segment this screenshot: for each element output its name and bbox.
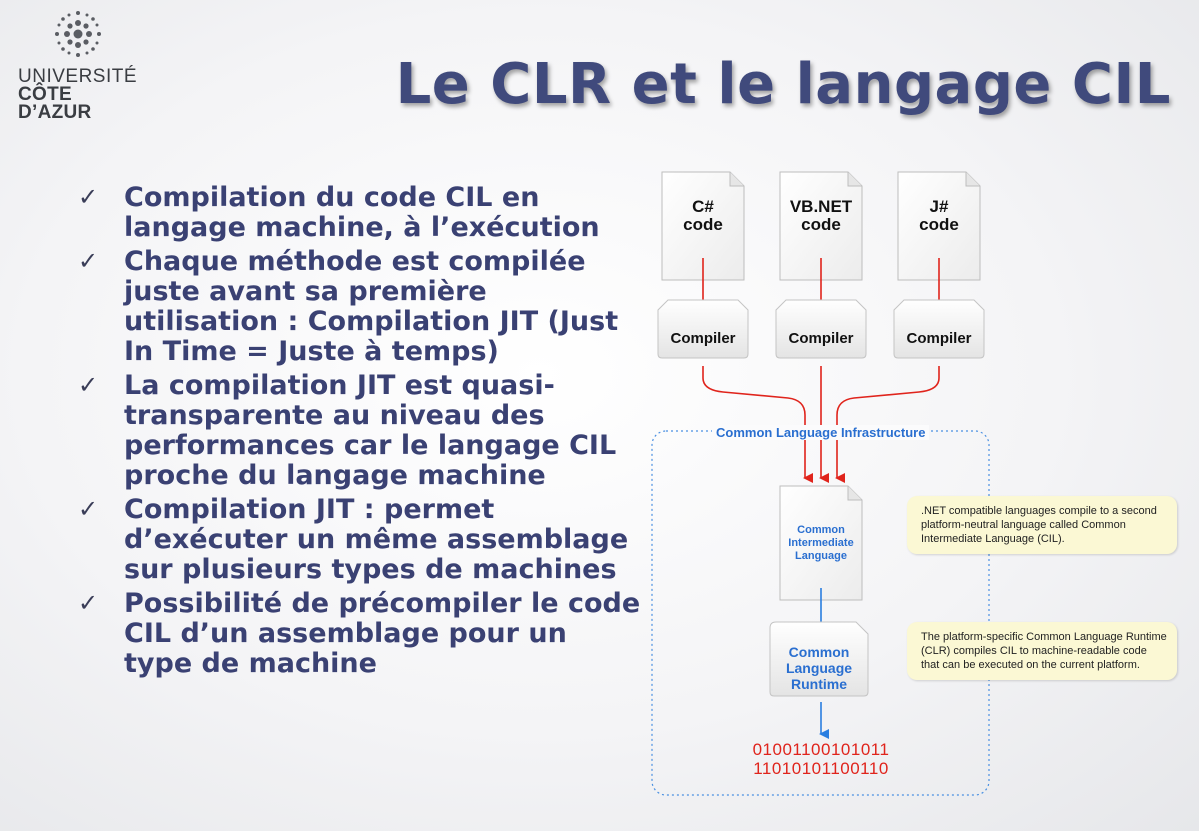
compiler-box-1	[657, 299, 749, 359]
bullet-text: Compilation du code CIL en langage machi…	[124, 182, 600, 243]
source-doc-jsharp	[897, 171, 981, 281]
logo-line2: CÔTE D’AZUR	[18, 84, 92, 123]
source-label-jsharp: J# code	[919, 197, 959, 234]
bullet-text: La compilation JIT est quasi-transparent…	[124, 370, 617, 491]
checkmark-icon: ✓	[78, 589, 99, 617]
checkmark-icon: ✓	[78, 183, 99, 211]
slide-title: Le CLR et le langage CIL	[395, 52, 1171, 117]
cil-label: Common Intermediate Language	[788, 524, 854, 562]
diagram-graphics	[651, 171, 990, 796]
compiler-box-2	[775, 299, 867, 359]
logo-line1: UNIVERSITÉ	[18, 66, 138, 87]
source-label-csharp: C# code	[683, 197, 723, 234]
arrow-compiler1-cil	[702, 366, 813, 483]
bullet-text: Possibilité de précompiler le code CIL d…	[124, 588, 641, 679]
bullet-item: ✓ Compilation du code CIL en langage mac…	[78, 183, 643, 243]
note-clr: The platform-specific Common Language Ru…	[907, 622, 1177, 680]
bullet-text: Compilation JIT : permet d’exécuter un m…	[124, 494, 629, 585]
cil-document	[779, 485, 863, 601]
compiler-label-1: Compiler	[670, 330, 736, 347]
clr-diagram: C# code VB.NET code J# code Compiler Com…	[648, 160, 1198, 810]
checkmark-icon: ✓	[78, 247, 99, 275]
clr-label: Common Language Runtime	[785, 644, 853, 692]
source-label-vbnet: VB.NET code	[789, 197, 853, 234]
cli-label: Common Language Infrastructure	[712, 425, 930, 440]
bullet-item: ✓ Possibilité de précompiler le code CIL…	[78, 589, 643, 679]
machine-code-output: 01001100101011 11010101100110	[752, 740, 890, 778]
checkmark-icon: ✓	[78, 495, 99, 523]
bullet-list: ✓ Compilation du code CIL en langage mac…	[78, 183, 643, 683]
compiler-label-2: Compiler	[788, 330, 854, 347]
clr-box	[769, 621, 869, 697]
compiler-label-3: Compiler	[906, 330, 972, 347]
compiler-box-3	[893, 299, 985, 359]
checkmark-icon: ✓	[78, 371, 99, 399]
source-doc-csharp	[661, 171, 745, 281]
bullet-item: ✓ Chaque méthode est compilée juste avan…	[78, 247, 643, 367]
university-logo: UNIVERSITÉ CÔTE D’AZUR	[14, 8, 144, 122]
note-cil: .NET compatible languages compile to a s…	[907, 496, 1177, 554]
arrow-compiler3-cil	[835, 366, 940, 483]
bullet-text: Chaque méthode est compilée juste avant …	[124, 246, 619, 367]
bullet-item: ✓ Compilation JIT : permet d’exécuter un…	[78, 495, 643, 585]
source-doc-vbnet	[779, 171, 863, 281]
bullet-item: ✓ La compilation JIT est quasi-transpare…	[78, 371, 643, 491]
logo-dots-icon	[55, 11, 101, 57]
